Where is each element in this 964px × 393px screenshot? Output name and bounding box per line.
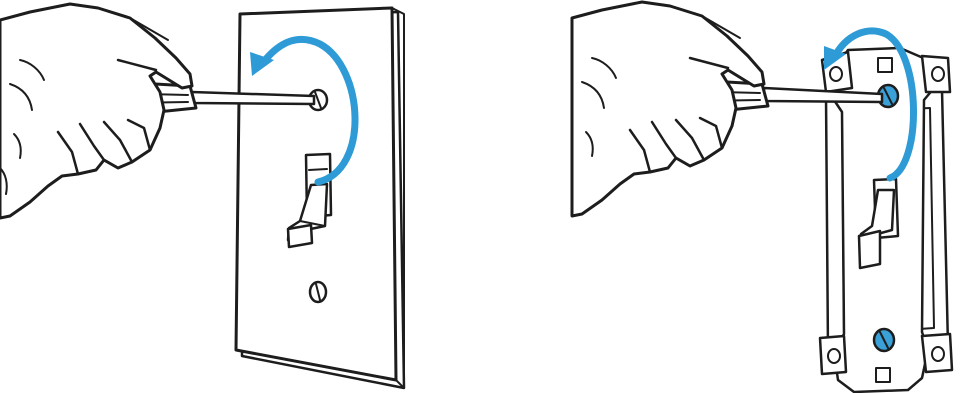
bottom-mounting-screw-icon xyxy=(874,329,894,351)
step-remove-cover-plate-illustration xyxy=(0,0,482,393)
step-remove-mounting-screw xyxy=(482,0,964,393)
hand-with-screwdriver-icon xyxy=(572,2,764,216)
hand-with-screwdriver-icon xyxy=(0,4,192,218)
step-remove-cover-plate xyxy=(0,0,482,393)
bottom-screw-icon xyxy=(310,282,326,302)
step-remove-mounting-screw-illustration xyxy=(482,0,964,393)
